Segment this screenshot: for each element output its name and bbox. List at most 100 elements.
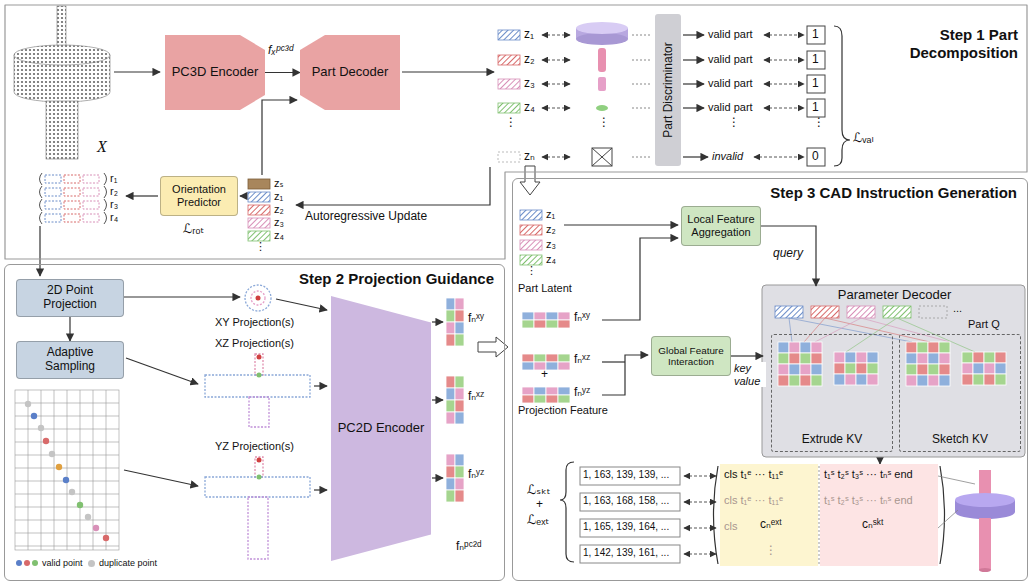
panel-outline (4, 4, 1028, 260)
dashed-arrow (764, 84, 804, 85)
process-box: Global Feature Interaction (651, 336, 731, 376)
feature-cell (455, 490, 464, 502)
feature-cell (455, 376, 464, 388)
annotation: ℒₛₖₜ (527, 483, 551, 498)
box-label: Local Feature Aggregation (685, 213, 757, 238)
annotation: z₁ (274, 190, 283, 203)
feature-cell (534, 395, 546, 403)
feature-cell (558, 395, 570, 403)
feature-cells (446, 298, 464, 346)
projection (257, 373, 262, 378)
feature-cell (811, 375, 822, 386)
feature-cell (917, 375, 928, 386)
feature-cell (962, 352, 973, 363)
feature-cell (856, 352, 867, 363)
process-box: Adaptive Sampling (16, 341, 124, 379)
attention-line (815, 318, 950, 342)
annotation: ⋮ (728, 116, 740, 130)
arrow (683, 34, 704, 35)
rotation-cell (83, 175, 99, 183)
edge-label: fₓᵖᶜ³ᵈ (266, 44, 295, 58)
feature-cell (558, 362, 570, 370)
annotation: 1, 142, 139, 161, ... (583, 547, 669, 559)
rotation-cell (83, 201, 99, 209)
annotation: z₂ (274, 203, 284, 216)
projection (257, 355, 262, 360)
part-latent (498, 79, 520, 89)
dashed-arrow (542, 157, 570, 158)
part-query (775, 306, 947, 318)
process-box: Part Discriminator (655, 14, 681, 166)
feature-cell (778, 353, 789, 364)
arrow (124, 296, 240, 297)
part-shape (632, 35, 652, 157)
feature-cells (778, 342, 822, 386)
part-latent (248, 218, 270, 228)
feature-cell (917, 353, 928, 364)
feature-cell (789, 353, 800, 364)
arrow (314, 489, 327, 490)
panel-heading: Step 1 Part Decomposition (868, 26, 1018, 62)
sampled-point (49, 451, 55, 457)
legend-swatch (24, 560, 30, 566)
annotation: cₙᵉˣᵗ (760, 518, 782, 532)
feature-cell (522, 320, 534, 328)
projection (205, 477, 310, 497)
feature-cell (995, 374, 1006, 385)
annotation: fₙʸᶻ (574, 386, 590, 400)
annotation: z₄ (274, 229, 284, 242)
projection (256, 296, 261, 301)
legend-swatch (32, 560, 38, 566)
feature-cell (995, 363, 1006, 374)
feature-cell (455, 478, 464, 490)
annotation: r₁ (110, 172, 117, 185)
annotation: fₙᵖᶜ²ᵈ (456, 540, 481, 554)
box-label: 2D Point Projection (20, 284, 120, 312)
annotation: ℒᵥₐₗ (853, 131, 874, 146)
point-cloud (14, 6, 110, 159)
grid-line (41, 390, 42, 550)
feature-cells (834, 352, 878, 385)
legend-swatch (88, 560, 95, 567)
feature-cell (522, 354, 534, 362)
feature-cells (446, 376, 464, 424)
arrow (602, 238, 678, 320)
dashed-arrow (684, 476, 716, 477)
annotation: z₂ (524, 53, 535, 67)
target-box (580, 467, 680, 485)
feature-cell (906, 342, 917, 353)
annotation: fₙˣᶻ (574, 353, 590, 367)
annotation: cls t₁ᵉ ··· t₁₁ᵉ (724, 494, 783, 507)
sampled-point (25, 401, 109, 541)
annotation: Part Q (968, 318, 1000, 331)
annotation: Part Latent (518, 282, 572, 295)
box-label: PC2D Encoder (338, 421, 425, 436)
feature-cells (522, 387, 570, 403)
feature-cell (446, 490, 455, 502)
dashed-arrow (684, 554, 716, 555)
rotation-cell (45, 201, 61, 209)
score-box (807, 148, 825, 166)
feature-cell (867, 374, 878, 385)
part-latent (248, 231, 270, 241)
annotation: 1 (812, 77, 819, 91)
part-shape (598, 77, 606, 91)
part-latent (498, 103, 520, 113)
annotation: ℒᵣₒₜ (183, 222, 204, 237)
score-box (807, 51, 825, 69)
grid-line (15, 468, 119, 469)
feature-cell (939, 353, 950, 364)
brace (834, 26, 850, 166)
annotation: t₁ˢ t₂ˢ t₃ˢ ··· tₙˢ end (824, 468, 913, 481)
hollow-arrow (520, 166, 540, 195)
step-panel: Step 2 Projection Guidance2D Point Proje… (4, 264, 505, 581)
feature-cell (546, 320, 558, 328)
sketch-tokens (820, 464, 938, 566)
annotation: z₁ (524, 28, 534, 42)
attention-line (789, 318, 975, 352)
arrow (564, 224, 678, 225)
feature-cell (455, 310, 464, 322)
feature-cell (522, 312, 534, 320)
sampling-grid (15, 390, 119, 550)
score-box (807, 99, 825, 117)
